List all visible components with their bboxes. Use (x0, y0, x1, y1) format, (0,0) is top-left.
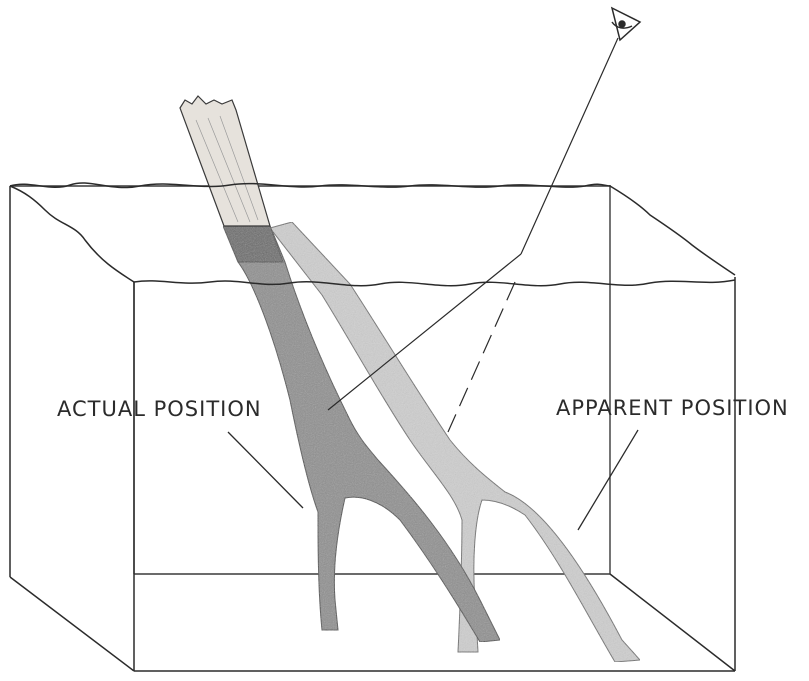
actual-position-label: ACTUAL POSITION (57, 397, 262, 421)
water-surface-front (134, 280, 735, 286)
actual-pointer (228, 432, 303, 508)
water-surface (10, 183, 735, 286)
ray-above-water (521, 38, 618, 254)
apparent-position-label: APPARENT POSITION (556, 396, 789, 420)
water-surface-right (610, 186, 735, 275)
tank-front (10, 186, 735, 671)
tank-bottom-left-edge (10, 577, 134, 671)
actual-stick (223, 226, 500, 642)
stick-top (180, 96, 270, 226)
eye-icon (612, 8, 640, 40)
water-surface-left (10, 186, 134, 282)
apparent-pointer (578, 430, 638, 530)
water-surface-back (10, 183, 610, 188)
